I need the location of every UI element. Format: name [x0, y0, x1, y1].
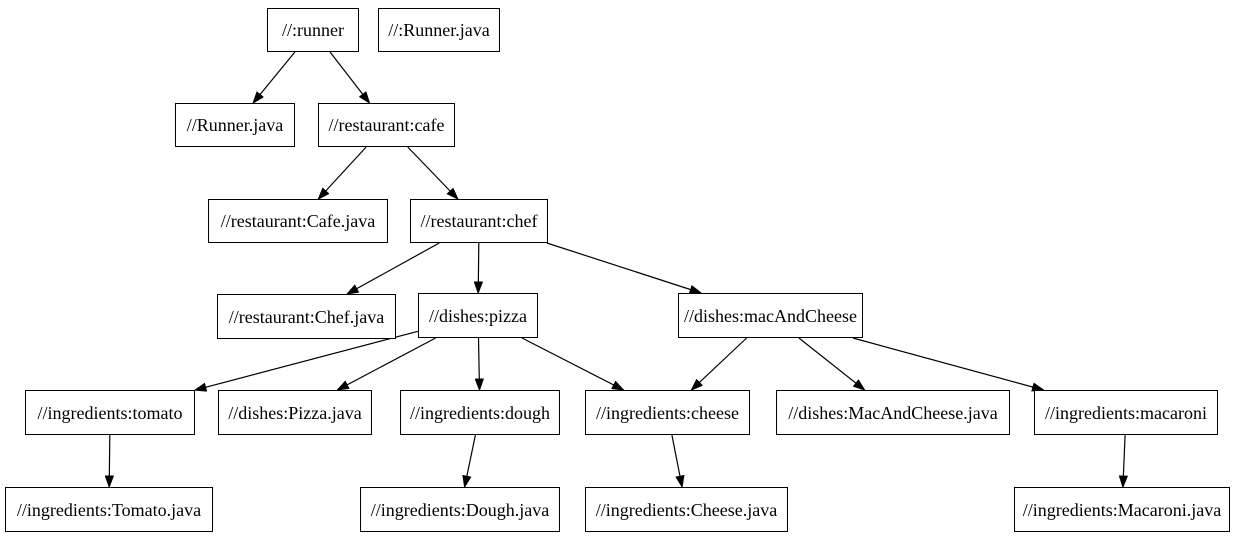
graph-edge-chef-to-mac-and-cheese	[546, 242, 701, 293]
graph-edge-mac-and-cheese-to-mac-and-cheese-java	[798, 337, 865, 390]
graph-edge-chef-to-pizza	[478, 242, 479, 293]
graph-node-label: //restaurant:cafe	[328, 115, 445, 135]
graph-node-runner-java: //Runner.java	[175, 103, 295, 147]
graph-node-mac-and-cheese-java: //dishes:MacAndCheese.java	[776, 390, 1010, 435]
graph-edge-pizza-to-cheese	[521, 337, 624, 390]
graph-node-label: //dishes:macAndCheese	[684, 305, 857, 326]
graph-node-macaroni-java: //ingredients:Macaroni.java	[1014, 487, 1230, 532]
graph-edge-chef-to-chef-java	[347, 242, 440, 294]
graph-edge-tomato-to-tomato-java	[109, 434, 110, 487]
graph-node-macaroni: //ingredients:macaroni	[1034, 390, 1218, 435]
graph-edge-mac-and-cheese-to-macaroni	[852, 337, 1044, 390]
graph-node-cafe-java: //restaurant:Cafe.java	[208, 199, 388, 243]
graph-edge-macaroni-to-macaroni-java	[1123, 434, 1125, 487]
graph-node-dough-java: //ingredients:Dough.java	[360, 487, 560, 532]
graph-node-label: //ingredients:cheese	[596, 402, 739, 423]
graph-node-dough: //ingredients:dough	[400, 390, 560, 435]
graph-edge-cheese-to-cheese-java	[671, 434, 682, 487]
graph-node-label: //restaurant:chef	[420, 211, 538, 231]
graph-node-runner: //:runner	[267, 8, 359, 52]
graph-node-label: //Runner.java	[186, 115, 284, 135]
graph-node-label: //restaurant:Cafe.java	[220, 211, 376, 231]
graph-edge-cafe-to-chef	[407, 146, 458, 199]
graph-node-mac-and-cheese: //dishes:macAndCheese	[678, 293, 863, 338]
graph-edge-runner-to-runner-java	[253, 51, 296, 103]
graph-node-label: //ingredients:Tomato.java	[16, 499, 202, 520]
graph-node-pizza: //dishes:pizza	[418, 293, 538, 338]
graph-edge-runner-to-cafe	[329, 51, 370, 103]
graph-node-label: //ingredients:macaroni	[1045, 402, 1207, 423]
graph-node-runner-java-root: //:Runner.java	[378, 8, 500, 52]
graph-node-cafe: //restaurant:cafe	[318, 103, 455, 147]
graph-node-chef-java: //restaurant:Chef.java	[217, 294, 396, 339]
graph-node-label: //ingredients:tomato	[37, 402, 183, 423]
graph-node-cheese: //ingredients:cheese	[585, 390, 750, 435]
graph-node-label: //dishes:MacAndCheese.java	[788, 402, 998, 423]
graph-node-label: //ingredients:Cheese.java	[595, 499, 778, 520]
graph-node-label: //ingredients:dough	[410, 402, 550, 423]
graph-node-pizza-java: //dishes:Pizza.java	[218, 390, 372, 435]
graph-node-label: //dishes:pizza	[429, 305, 527, 326]
graph-edge-dough-to-dough-java	[465, 434, 476, 487]
graph-node-label: //ingredients:Dough.java	[370, 499, 550, 520]
graph-node-tomato-java: //ingredients:Tomato.java	[5, 487, 213, 532]
graph-edge-pizza-to-pizza-java	[337, 337, 436, 390]
graph-node-label: //ingredients:Macaroni.java	[1022, 499, 1222, 520]
graph-node-chef: //restaurant:chef	[410, 199, 548, 243]
graph-edge-pizza-to-dough	[479, 337, 480, 390]
graph-node-label: //dishes:Pizza.java	[228, 402, 362, 423]
graph-node-cheese-java: //ingredients:Cheese.java	[585, 487, 788, 532]
graph-node-tomato: //ingredients:tomato	[25, 390, 195, 435]
graph-node-label: //:runner	[282, 20, 344, 40]
graph-node-label: //:Runner.java	[388, 20, 490, 40]
graph-edge-mac-and-cheese-to-cheese	[691, 337, 748, 390]
graph-node-label: //restaurant:Chef.java	[228, 306, 385, 327]
graph-edge-pizza-to-tomato	[195, 330, 419, 390]
graph-edge-cafe-to-cafe-java	[318, 146, 367, 199]
